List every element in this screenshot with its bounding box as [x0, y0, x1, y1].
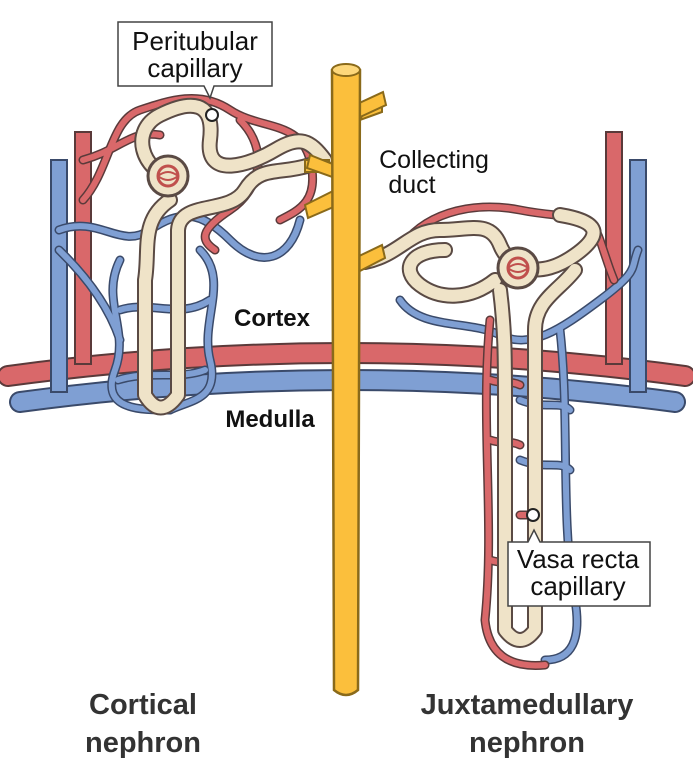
collecting-duct-label: Collecting duct: [379, 146, 489, 199]
juxtamedullary-nephron-tubule: [357, 207, 602, 648]
juxtamedullary-vertical-vessels: [605, 131, 647, 393]
juxtamedullary-nephron-caption-line1: Juxtamedullary: [421, 689, 634, 721]
juxtamedullary-nephron-caption-line2: nephron: [469, 727, 585, 759]
medulla-label: Medulla: [225, 406, 315, 433]
vasa-recta-callout: Vasa recta capillary: [507, 508, 651, 607]
collecting-duct: [303, 63, 388, 697]
peritubular-label-line2: capillary: [147, 53, 242, 83]
vasa-recta-pin: [526, 508, 540, 522]
collecting-label-line1: Collecting: [379, 146, 489, 174]
cortex-label: Cortex: [234, 305, 311, 332]
vasa-recta-label-line1: Vasa recta: [517, 544, 640, 574]
vasa-recta-label-line2: capillary: [530, 571, 625, 601]
cortical-nephron-tubule: [134, 97, 333, 416]
collecting-label-line2: duct: [388, 171, 435, 199]
cortical-nephron-caption-line1: Cortical: [89, 689, 197, 721]
peritubular-pin: [205, 108, 219, 122]
peritubular-label-line1: Peritubular: [132, 26, 258, 56]
cortical-nephron-caption-line2: nephron: [85, 727, 201, 759]
peritubular-capillary-callout: Peritubular capillary: [117, 21, 273, 122]
